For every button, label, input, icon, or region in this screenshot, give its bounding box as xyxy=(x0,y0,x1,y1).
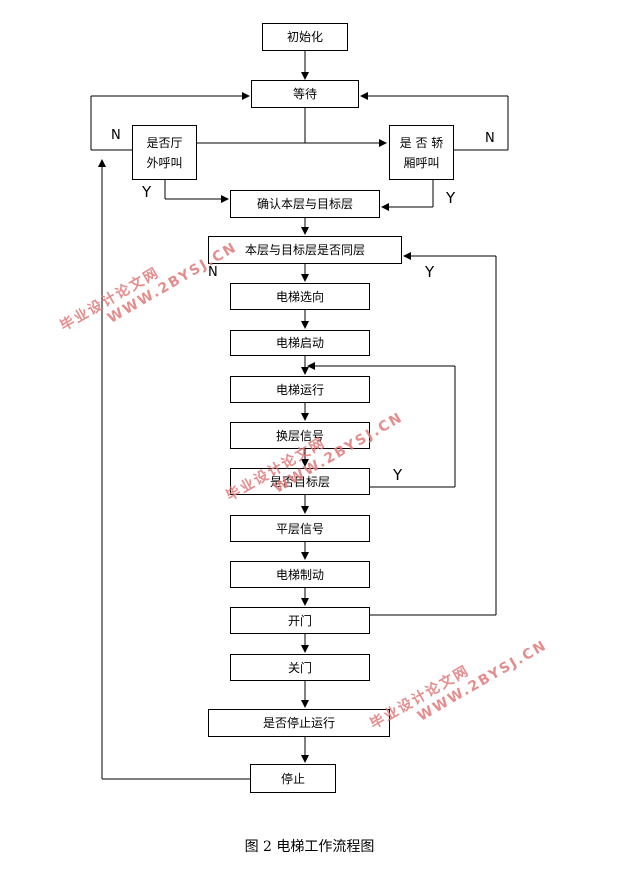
same-floor-label: 本层与目标层是否同层 xyxy=(244,243,365,257)
start-label: 电梯启动 xyxy=(275,336,324,350)
open-door-label: 开门 xyxy=(287,613,312,628)
stop-run-label: 是否停止运行 xyxy=(262,716,335,730)
run-label: 电梯运行 xyxy=(275,382,324,397)
hall-call-n-label: N xyxy=(111,128,121,143)
is-target-decision: 是否目标层 xyxy=(230,468,370,495)
car-call-label-1: 是 否 轿 xyxy=(399,135,444,150)
stop-label: 停止 xyxy=(280,771,305,786)
init-label: 初始化 xyxy=(286,30,323,44)
figure-caption: 图 2 电梯工作流程图 xyxy=(244,839,375,855)
hall-call-decision: 是否厅 外呼叫 xyxy=(132,125,197,180)
car-call-y-label: Y xyxy=(446,189,456,207)
wait-label: 等待 xyxy=(292,87,317,101)
wait-node: 等待 xyxy=(251,80,359,108)
car-call-decision: 是 否 轿 厢呼叫 xyxy=(389,125,454,180)
floor-signal-node: 换层信号 xyxy=(230,422,370,449)
run-node: 电梯运行 xyxy=(230,376,370,403)
same-floor-y-label: Y xyxy=(425,263,435,281)
hall-call-y-label: Y xyxy=(142,183,152,201)
init-node: 初始化 xyxy=(262,23,348,51)
same-floor-n-label: N xyxy=(208,265,218,280)
select-direction-label: 电梯选向 xyxy=(275,289,324,304)
stop-node: 停止 xyxy=(250,764,336,793)
floor-signal-label: 换层信号 xyxy=(275,428,324,443)
brake-label: 电梯制动 xyxy=(275,567,324,582)
is-target-label: 是否目标层 xyxy=(269,474,330,489)
car-call-label-2: 厢呼叫 xyxy=(403,155,440,170)
confirm-floor-label: 确认本层与目标层 xyxy=(256,197,353,211)
same-floor-decision: 本层与目标层是否同层 xyxy=(208,236,402,264)
hall-call-label-1: 是否厅 xyxy=(146,135,183,150)
is-target-y-label: Y xyxy=(393,466,403,484)
level-signal-label: 平层信号 xyxy=(275,521,324,536)
level-signal-node: 平层信号 xyxy=(230,515,370,542)
hall-call-label-2: 外呼叫 xyxy=(146,155,183,170)
select-direction-node: 电梯选向 xyxy=(230,283,370,310)
close-door-label: 关门 xyxy=(287,660,312,675)
car-call-n-label: N xyxy=(485,131,495,146)
start-node: 电梯启动 xyxy=(230,330,370,356)
confirm-floor-node: 确认本层与目标层 xyxy=(230,190,380,218)
brake-node: 电梯制动 xyxy=(230,561,370,588)
open-door-node: 开门 xyxy=(230,607,370,634)
close-door-node: 关门 xyxy=(230,654,370,681)
stop-run-decision: 是否停止运行 xyxy=(208,709,390,737)
